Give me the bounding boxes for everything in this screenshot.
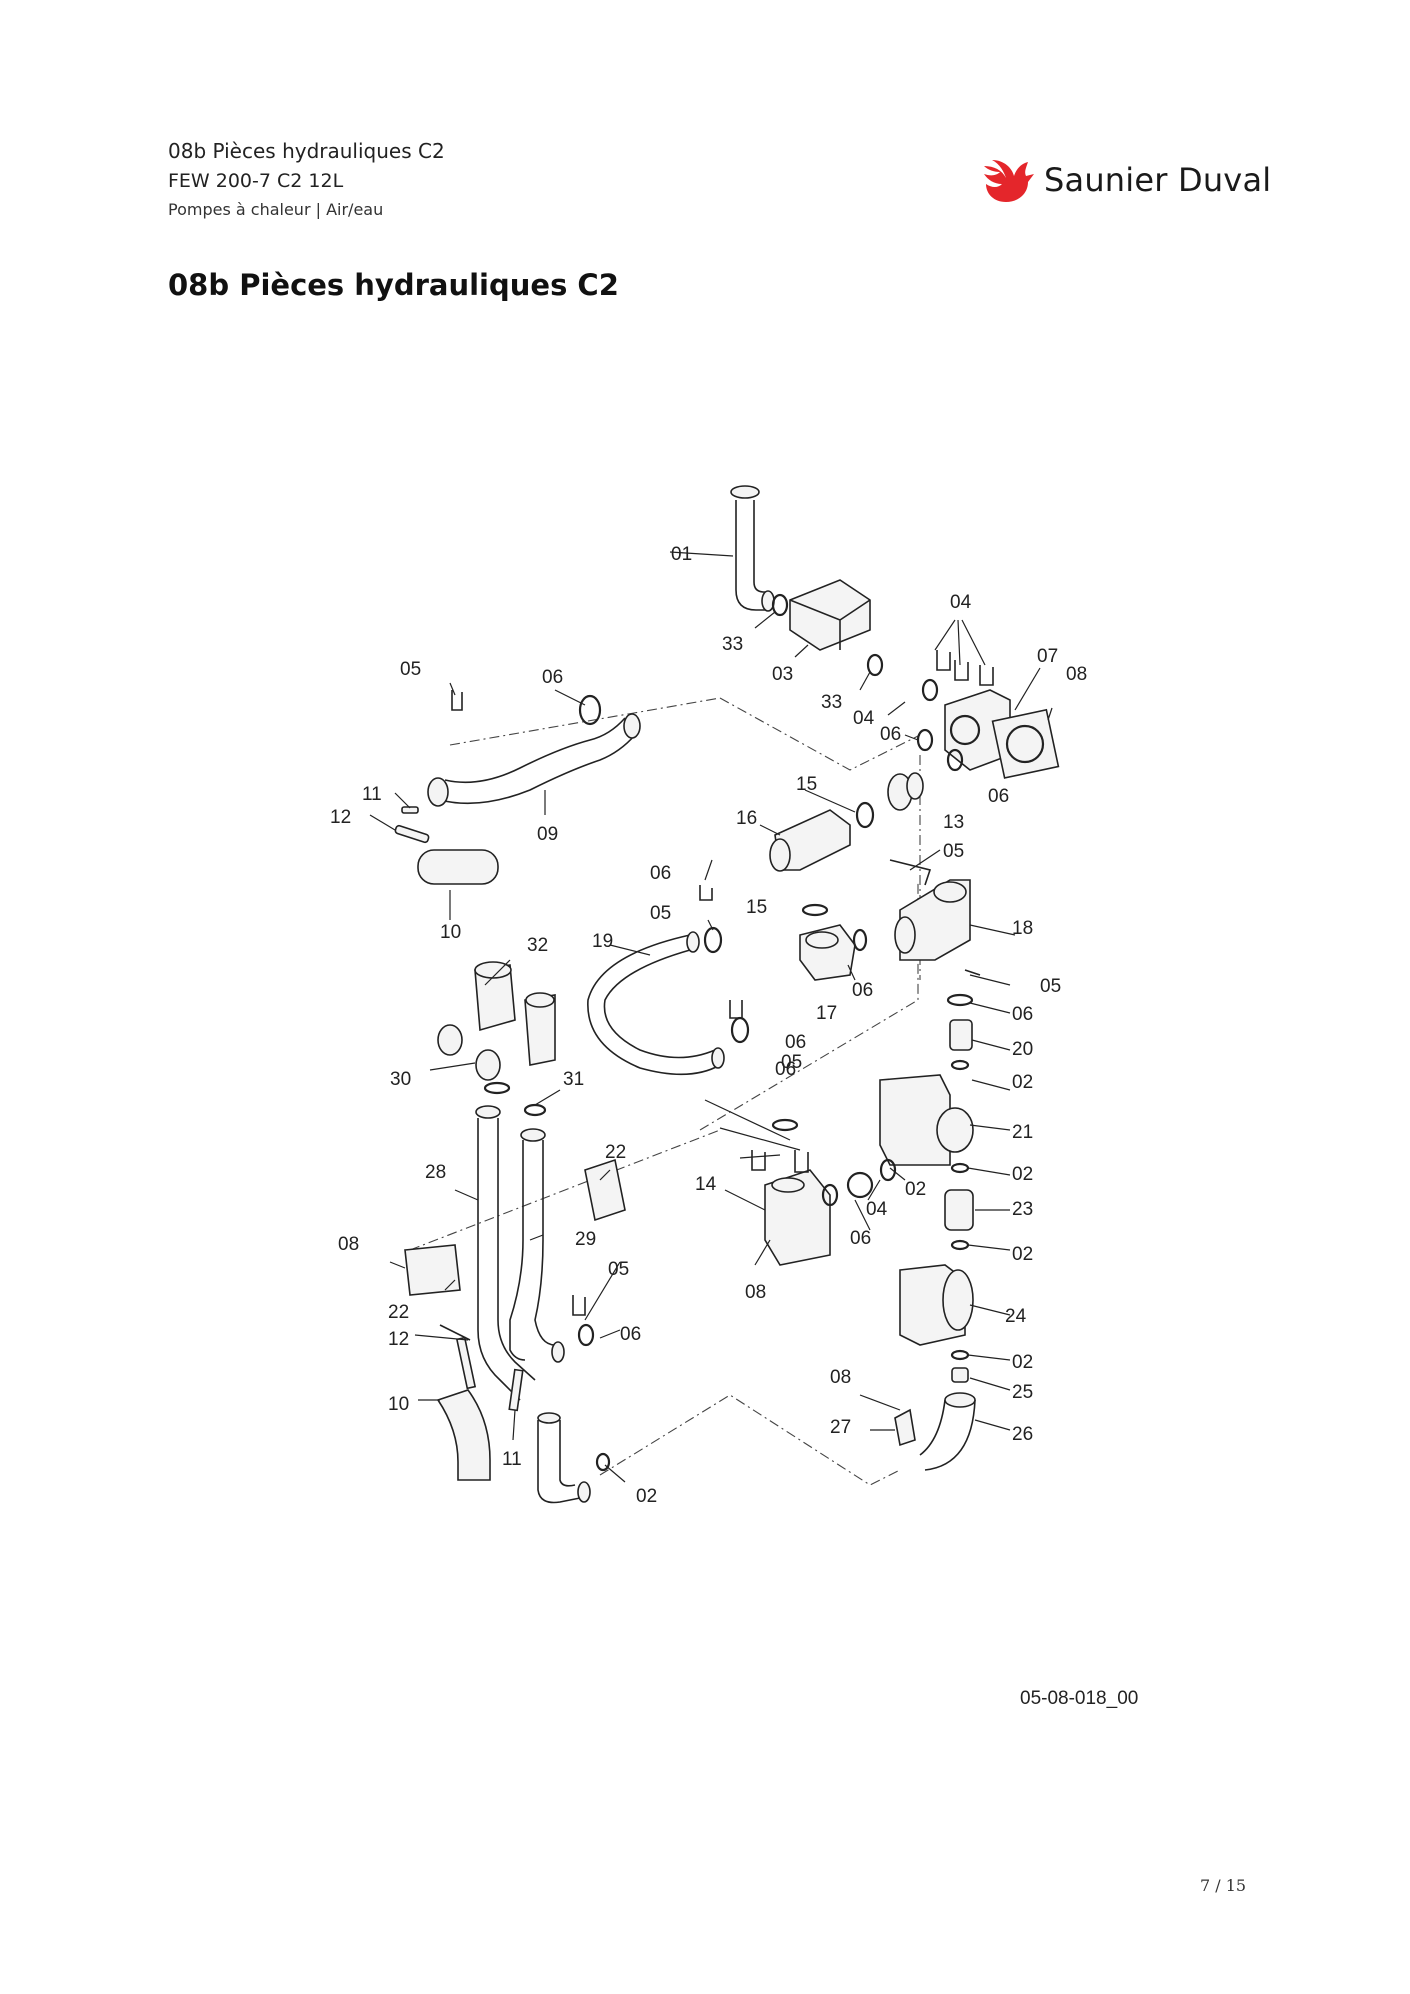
leader-lines — [369, 551, 1053, 1483]
part-label: 05 — [400, 659, 421, 680]
part-label: 32 — [527, 935, 548, 956]
part-label: 06 — [542, 667, 563, 688]
part-label: 04 — [866, 1199, 888, 1220]
part-label: 02 — [1012, 1164, 1033, 1185]
part-valves-30-32 — [437, 961, 556, 1081]
part-label: 06 — [850, 1228, 871, 1249]
part-label: 10 — [440, 922, 461, 943]
part-label: 05 — [608, 1259, 629, 1280]
part-label: 02 — [1012, 1244, 1033, 1265]
part-column-right — [879, 993, 976, 1471]
part-label: 28 — [425, 1162, 446, 1183]
part-sleeve-10-upper — [417, 849, 499, 885]
part-u-pipe-19 — [587, 931, 725, 1076]
part-label: 33 — [722, 634, 743, 655]
part-label: 05 — [1040, 976, 1061, 997]
part-label: 26 — [1012, 1424, 1033, 1445]
part-label: 11 — [502, 1449, 522, 1470]
part-sleeve-10-lower — [436, 1389, 491, 1481]
drawing-reference: 05-08-018_00 — [1020, 1688, 1139, 1709]
part-label: 06 — [785, 1032, 806, 1053]
part-label: 11 — [362, 784, 382, 805]
part-sensor-box-03 — [789, 579, 871, 651]
part-label: 08 — [338, 1234, 359, 1255]
part-label: 05 — [650, 903, 671, 924]
part-label: 06 — [988, 786, 1009, 807]
part-label: 08 — [745, 1282, 766, 1303]
document-header: 08b Pièces hydrauliques C2 FEW 200-7 C2 … — [168, 136, 445, 224]
brand-name: Saunier Duval — [1044, 161, 1272, 199]
header-section-title: 08b Pièces hydrauliques C2 — [168, 139, 445, 163]
page-title: 08b Pièces hydrauliques C2 — [168, 268, 619, 302]
part-manifold-18 — [894, 879, 971, 961]
part-label: 14 — [695, 1174, 717, 1195]
part-label: 12 — [388, 1329, 409, 1350]
part-pipe-lower — [537, 1412, 591, 1504]
part-label: 02 — [636, 1486, 657, 1507]
part-label: 08 — [830, 1367, 851, 1388]
brand-logo: Saunier Duval — [980, 156, 1271, 204]
page-number: 7 / 15 — [1200, 1876, 1247, 1895]
part-label: 06 — [852, 980, 873, 1001]
part-label: 30 — [390, 1069, 411, 1090]
part-label: 04 — [853, 708, 875, 729]
part-pipe-09 — [427, 713, 641, 807]
part-label: 33 — [821, 692, 842, 713]
part-label: 05 — [781, 1052, 802, 1073]
part-label: 22 — [388, 1302, 409, 1323]
part-elbow-17 — [799, 924, 856, 981]
part-tee-14 — [764, 1169, 831, 1266]
part-label: 02 — [1012, 1352, 1033, 1373]
part-label: 24 — [1005, 1306, 1027, 1327]
part-label: 18 — [1012, 918, 1033, 939]
part-label: 25 — [1012, 1382, 1033, 1403]
part-label: 23 — [1012, 1199, 1033, 1220]
part-pipe-29 — [509, 1128, 565, 1363]
part-label: 15 — [746, 897, 767, 918]
part-fitting-13 — [887, 772, 924, 811]
part-label: 01 — [671, 544, 692, 565]
part-label: 19 — [592, 931, 613, 952]
part-label: 06 — [1012, 1004, 1033, 1025]
part-label: 03 — [772, 664, 793, 685]
part-label: 20 — [1012, 1039, 1033, 1060]
part-label: 15 — [796, 774, 817, 795]
part-label: 06 — [880, 724, 901, 745]
part-label: 12 — [330, 807, 351, 828]
part-label: 17 — [816, 1003, 837, 1024]
part-label: 21 — [1012, 1122, 1033, 1143]
part-label: 10 — [388, 1394, 409, 1415]
part-pipe-28 — [475, 1105, 536, 1401]
part-label: 06 — [775, 1059, 796, 1080]
part-label: 09 — [537, 824, 558, 845]
part-clip-27 — [894, 1408, 916, 1447]
part-valve-body-07 — [944, 689, 1060, 779]
part-pipe-01 — [730, 485, 775, 612]
part-label: 16 — [736, 808, 757, 829]
seal-rings — [394, 593, 994, 1472]
header-category: Pompes à chaleur | Air/eau — [168, 200, 384, 219]
part-label: 13 — [943, 812, 964, 833]
part-label: 05 — [943, 841, 964, 862]
bird-logo-icon — [984, 160, 1034, 202]
part-label: 22 — [605, 1142, 626, 1163]
part-labels: 01 33 03 33 04 06 07 08 04 06 13 05 06 1… — [330, 544, 1087, 1507]
part-label: 07 — [1037, 646, 1058, 667]
part-label: 31 — [563, 1069, 584, 1090]
part-valve-16 — [769, 809, 851, 872]
part-label: 02 — [1012, 1072, 1033, 1093]
part-label: 29 — [575, 1229, 596, 1250]
part-label: 02 — [905, 1179, 926, 1200]
part-label: 06 — [650, 863, 671, 884]
part-bracket-22 — [404, 1158, 626, 1296]
part-label: 06 — [620, 1324, 641, 1345]
part-label: 08 — [1066, 664, 1087, 685]
part-label: 27 — [830, 1417, 851, 1438]
header-model: FEW 200-7 C2 12L — [168, 170, 344, 192]
part-label: 04 — [950, 592, 972, 613]
